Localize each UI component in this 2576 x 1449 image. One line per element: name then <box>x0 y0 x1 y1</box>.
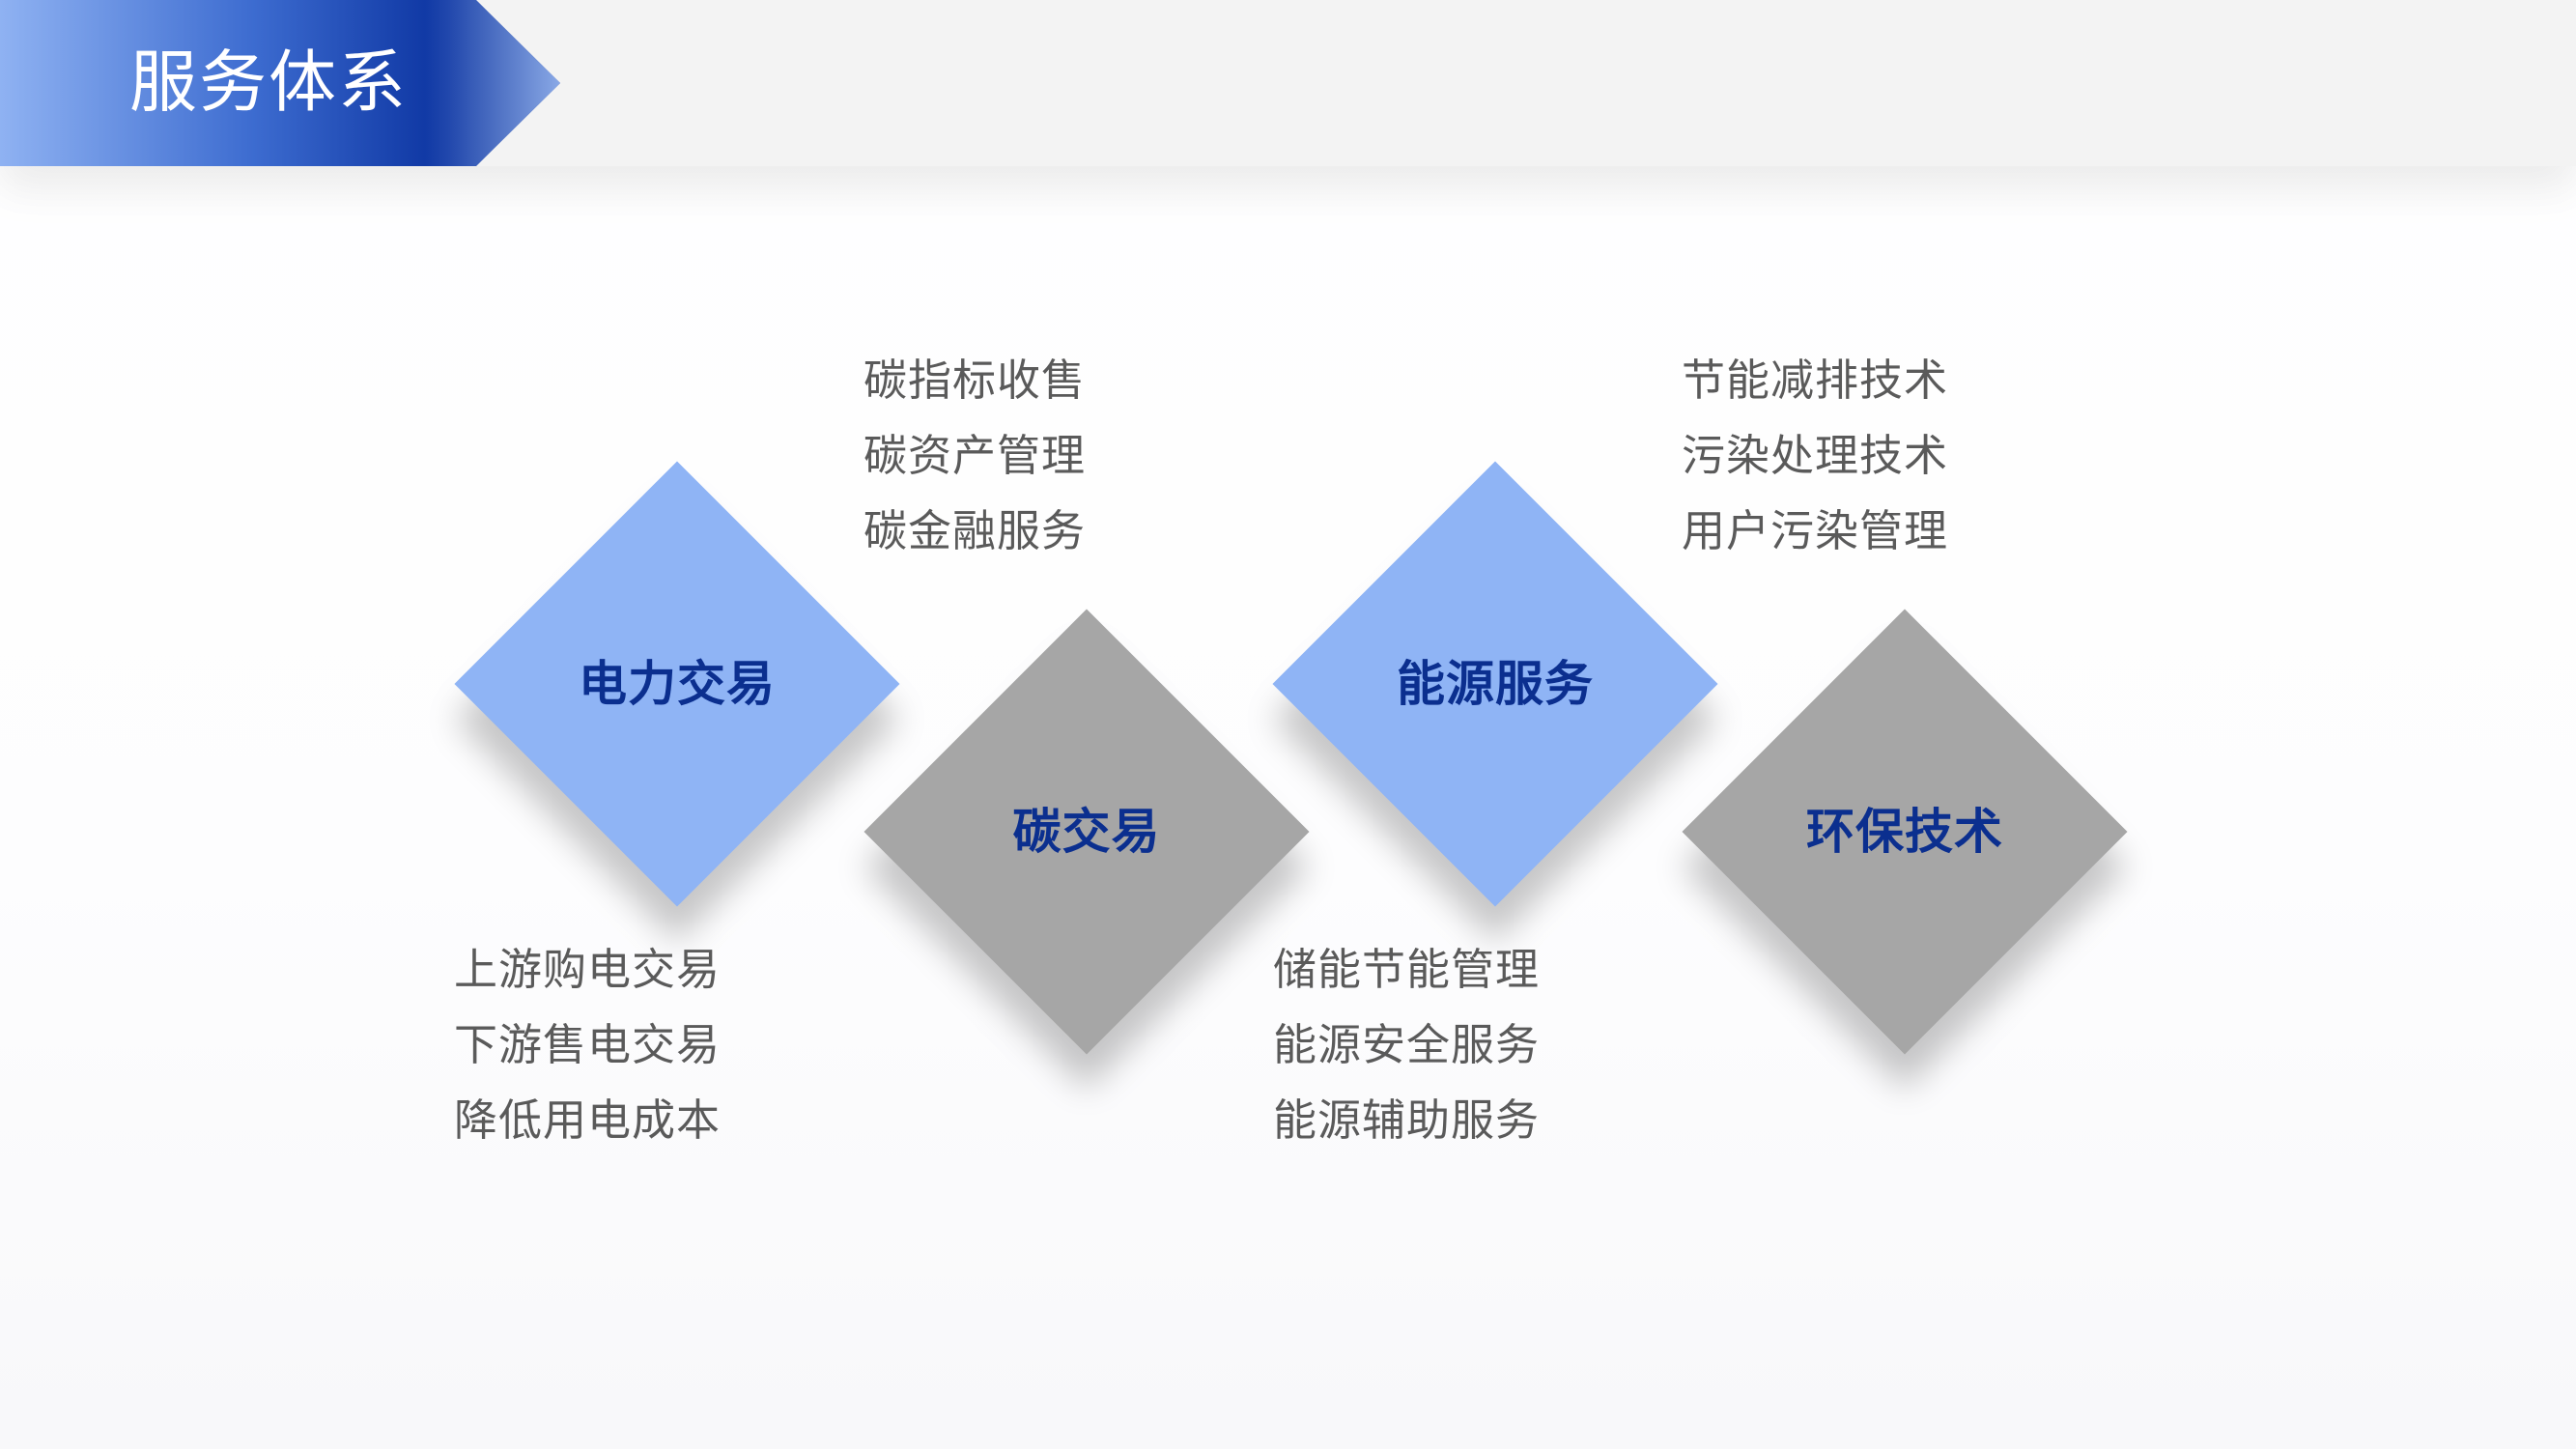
list-item: 碳资产管理 <box>863 430 1087 481</box>
list-item: 能源辅助服务 <box>1273 1094 1541 1146</box>
diamond-label-carbon-trading: 碳交易 <box>1012 804 1161 860</box>
list-item: 能源安全服务 <box>1273 1019 1541 1070</box>
list-item: 污染处理技术 <box>1682 430 1949 481</box>
list-item: 储能节能管理 <box>1273 944 1541 995</box>
title-banner <box>0 0 560 166</box>
item-list-energy-services: 储能节能管理 能源安全服务 能源辅助服务 <box>1273 932 1540 1158</box>
list-item: 节能减排技术 <box>1682 355 1949 406</box>
list-item: 碳指标收售 <box>863 355 1087 406</box>
diamond-label-power-trading: 电力交易 <box>579 656 776 712</box>
diamond-label-environmental-tech: 环保技术 <box>1806 804 2003 860</box>
list-item: 降低用电成本 <box>454 1094 722 1146</box>
item-list-environmental-tech: 节能减排技术 污染处理技术 用户污染管理 <box>1682 343 1948 569</box>
item-list-power-trading: 上游购电交易 下游售电交易 降低用电成本 <box>454 932 721 1158</box>
list-item: 上游购电交易 <box>454 944 722 995</box>
list-item: 下游售电交易 <box>454 1019 722 1070</box>
page-title: 服务体系 <box>129 43 408 122</box>
list-item: 碳金融服务 <box>863 505 1087 556</box>
item-list-carbon-trading: 碳指标收售 碳资产管理 碳金融服务 <box>863 343 1086 569</box>
list-item: 用户污染管理 <box>1682 505 1949 556</box>
diamond-label-energy-services: 能源服务 <box>1397 656 1594 712</box>
